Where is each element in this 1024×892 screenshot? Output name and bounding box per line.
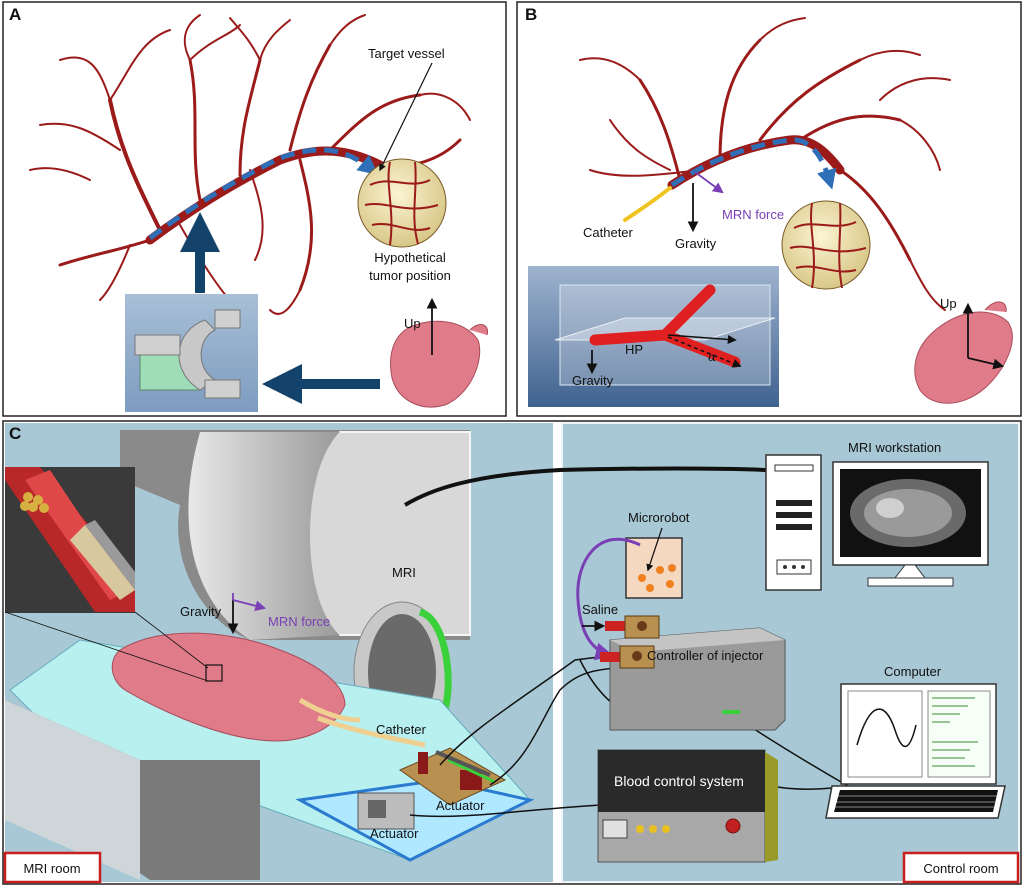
cable-injector-1 bbox=[489, 667, 616, 786]
label-mri-workstation: MRI workstation bbox=[848, 440, 941, 455]
mri-scanner bbox=[120, 430, 471, 814]
panel-b: B Catheter Gravity MRN force bbox=[516, 1, 1022, 417]
pig-model-icon bbox=[111, 632, 361, 742]
label-target-vessel: Target vessel bbox=[368, 46, 445, 61]
panel-b-letter: B bbox=[525, 5, 537, 24]
mri-room-badge: MRI room bbox=[3, 851, 102, 884]
cable-mri-workstation bbox=[403, 466, 767, 507]
pig-model-icon bbox=[914, 301, 1013, 404]
label-mri: MRI bbox=[392, 565, 416, 580]
label-actuator-2: Actuator bbox=[370, 826, 419, 841]
cable-blood-control bbox=[409, 804, 601, 818]
laptop-icon bbox=[825, 683, 1006, 819]
control-room-badge: Control room bbox=[902, 851, 1020, 884]
panel-a-letter: A bbox=[9, 5, 21, 24]
label-catheter-b: Catheter bbox=[583, 225, 634, 240]
injector-controller bbox=[609, 627, 786, 731]
label-gravity-inset: Gravity bbox=[572, 373, 614, 388]
label-controller: Controller of injector bbox=[647, 648, 764, 663]
tumor-sphere-icon bbox=[781, 200, 871, 290]
navigation-path-b bbox=[670, 137, 837, 190]
pig-model-icon bbox=[390, 320, 489, 408]
beaker-icon bbox=[625, 537, 683, 599]
label-tumor-line1: Hypothetical bbox=[374, 250, 446, 265]
label-hp: HP bbox=[625, 342, 643, 357]
pointer-microrobot bbox=[646, 527, 663, 572]
panel-a: A bbox=[2, 1, 507, 417]
label-catheter-c: Catheter bbox=[376, 722, 427, 737]
label-actuator-1: Actuator bbox=[436, 798, 485, 813]
label-mri-room: MRI room bbox=[23, 861, 80, 876]
vessel-inset bbox=[4, 467, 209, 682]
lateral-arrow-b bbox=[967, 357, 1005, 370]
label-alpha: α bbox=[708, 350, 716, 364]
label-microrobot: Microrobot bbox=[628, 510, 690, 525]
catheter-c bbox=[317, 715, 426, 748]
blood-control-system bbox=[597, 749, 778, 863]
actuator-board bbox=[398, 747, 507, 806]
panel-c-letter: C bbox=[9, 424, 21, 443]
mrn-force-arrow-b bbox=[694, 171, 724, 194]
c-arm-scanner-icon bbox=[125, 294, 258, 412]
monitor-icon bbox=[832, 461, 989, 587]
cable-injector-2 bbox=[439, 654, 616, 766]
label-mrn-force-b: MRN force bbox=[722, 207, 784, 222]
computer-tower-icon bbox=[765, 454, 822, 591]
label-saline: Saline bbox=[582, 602, 618, 617]
label-up-a: Up bbox=[404, 316, 421, 331]
label-up-b: Up bbox=[940, 296, 957, 311]
tumor-sphere-icon bbox=[357, 158, 447, 248]
label-mrn-force-c: MRN force bbox=[268, 614, 330, 629]
actuator-block bbox=[357, 792, 415, 830]
label-control-room: Control room bbox=[923, 861, 998, 876]
label-gravity-c: Gravity bbox=[180, 604, 222, 619]
label-gravity-b: Gravity bbox=[675, 236, 717, 251]
catheter-b bbox=[623, 186, 672, 222]
pointer-target-vessel bbox=[379, 62, 433, 172]
microrobot-feed-line bbox=[576, 537, 641, 661]
panel-c: C MRI bbox=[2, 420, 1022, 885]
label-tumor-line2: tumor position bbox=[369, 268, 451, 283]
syringe-lower bbox=[600, 645, 655, 669]
mrn-force-arrow-c bbox=[232, 599, 267, 612]
hp-plane-inset bbox=[528, 266, 779, 407]
label-computer: Computer bbox=[884, 664, 942, 679]
label-blood-control: Blood control system bbox=[614, 773, 744, 789]
syringe-upper bbox=[605, 615, 660, 639]
